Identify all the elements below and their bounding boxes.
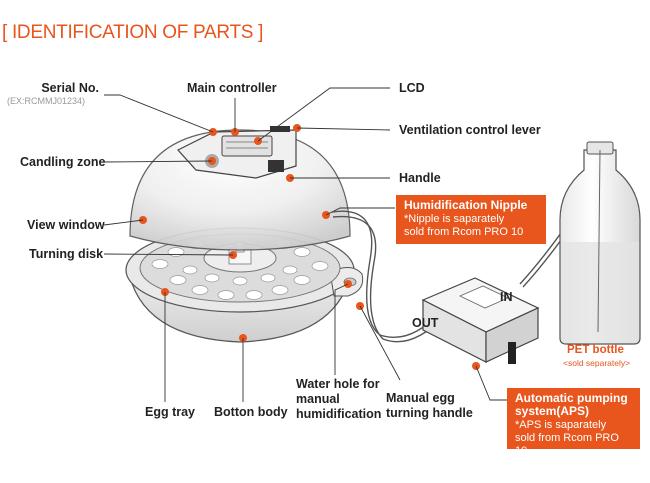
port-out-label: OUT [412, 316, 439, 330]
manual-turning-label-2: turning handle [386, 406, 473, 420]
aps-callout-line1: *APS is saparately [515, 419, 607, 431]
view-window-label: View window [27, 218, 105, 232]
serial-no-label: Serial No. [41, 81, 99, 95]
pet-bottle-note: <sold separately> [563, 358, 631, 368]
aps-callout-heading-1: Automatic pumping [515, 391, 628, 405]
aps-callout-heading-2: system(APS) [515, 404, 590, 418]
manual-turning-label-1: Manual egg [386, 391, 455, 405]
water-hole-label-3: humidification [296, 407, 382, 421]
pet-bottle [559, 141, 641, 345]
leader-lines [103, 87, 508, 402]
ventilation-lever-label: Ventilation control lever [399, 123, 541, 137]
port-in-label: IN [500, 290, 513, 304]
aps-pump-box [421, 277, 540, 364]
pet-bottle-label: PET bottle [567, 344, 624, 356]
main-controller-label: Main controller [187, 81, 277, 95]
water-hole-label-1: Water hole for [296, 377, 380, 391]
water-hole-label-2: manual [296, 392, 340, 406]
humidification-callout-heading: Humidification Nipple [404, 198, 528, 212]
aps-callout-line2: sold from Rcom PRO 10 [515, 432, 619, 457]
egg-tray-label: Egg tray [145, 405, 196, 419]
humidification-callout-line1: *Nipple is saparately [404, 213, 505, 225]
lcd-label: LCD [399, 81, 425, 95]
bottom-body-label: Botton body [214, 405, 288, 419]
humidification-callout-line2: sold from Rcom PRO 10 [404, 226, 524, 238]
aps-callout: Automatic pumping system(APS) *APS is sa… [507, 388, 640, 457]
handle-label: Handle [399, 171, 441, 185]
candling-zone-label: Candling zone [20, 155, 106, 169]
serial-no-example: (EX:RCMMJ01234) [7, 96, 86, 106]
humidification-nipple-callout: Humidification Nipple *Nipple is saparat… [396, 195, 546, 244]
page-title: [ IDENTIFICATION OF PARTS ] [2, 22, 264, 43]
turning-disk-label: Turning disk [29, 247, 104, 261]
